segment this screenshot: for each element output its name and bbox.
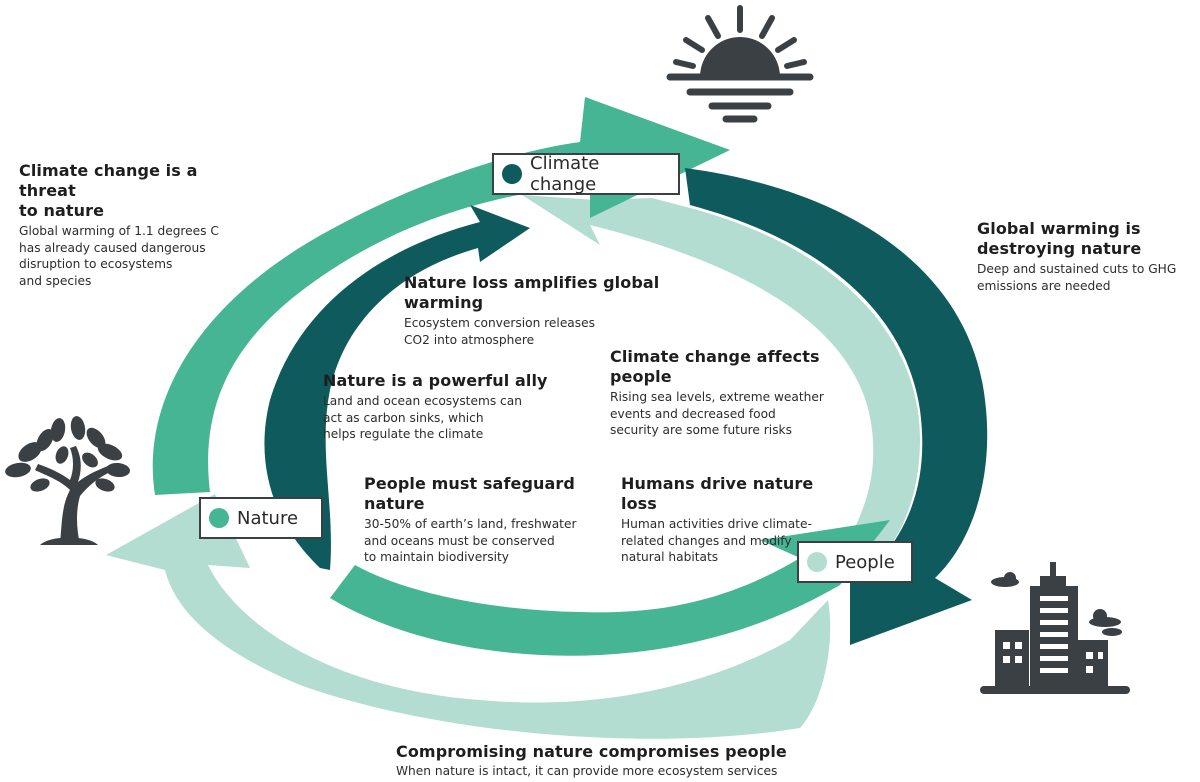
climate-label: Climate change [530,153,600,195]
nature-node: Nature [199,497,323,539]
arrow-people-to-climate-inner [522,195,920,560]
people-node: People [797,541,913,583]
arrow-nature-to-climate-outer [152,97,730,495]
statement-ally: Nature is a powerful ally Land and ocean… [323,371,563,443]
statement-body: When nature is intact, it can provide mo… [396,764,778,778]
statement-body: Rising sea levels, extreme weather event… [610,390,824,437]
statement-body: Human activities drive climate- related … [621,517,812,564]
statement-title: Humans drive nature loss [621,474,814,513]
statement-body: Global warming of 1.1 degrees C has alre… [19,224,219,288]
statement-title: Compromising nature compromises people [396,742,787,761]
statement-title: Nature is a powerful ally [323,371,548,390]
arrow-nature-to-climate-inner [264,205,530,570]
arrow-people-to-nature-outer [106,494,831,739]
nature-dot [209,508,229,528]
tree-icon [5,416,130,545]
climate-change-node: Climate change [492,153,680,195]
statement-body: 30-50% of earth’s land, freshwater and o… [364,517,577,564]
statement-compromising: Compromising nature compromises people W… [396,742,816,780]
statement-body: Deep and sustained cuts to GHG emissions… [977,262,1177,293]
statement-drive: Humans drive nature loss Human activitie… [621,474,851,566]
city-icon [980,562,1130,694]
people-dot [807,552,827,572]
statement-body: Land and ocean ecosystems can act as car… [323,394,522,441]
nature-label: Nature [237,507,299,529]
arrow-climate-to-people-outer [685,168,988,645]
people-label: People [835,551,895,573]
statement-body: Ecosystem conversion releases CO2 into a… [404,316,595,347]
climate-dot [502,164,522,184]
sun-icon [666,5,814,123]
arrow-people-to-nature-inner [330,520,890,656]
